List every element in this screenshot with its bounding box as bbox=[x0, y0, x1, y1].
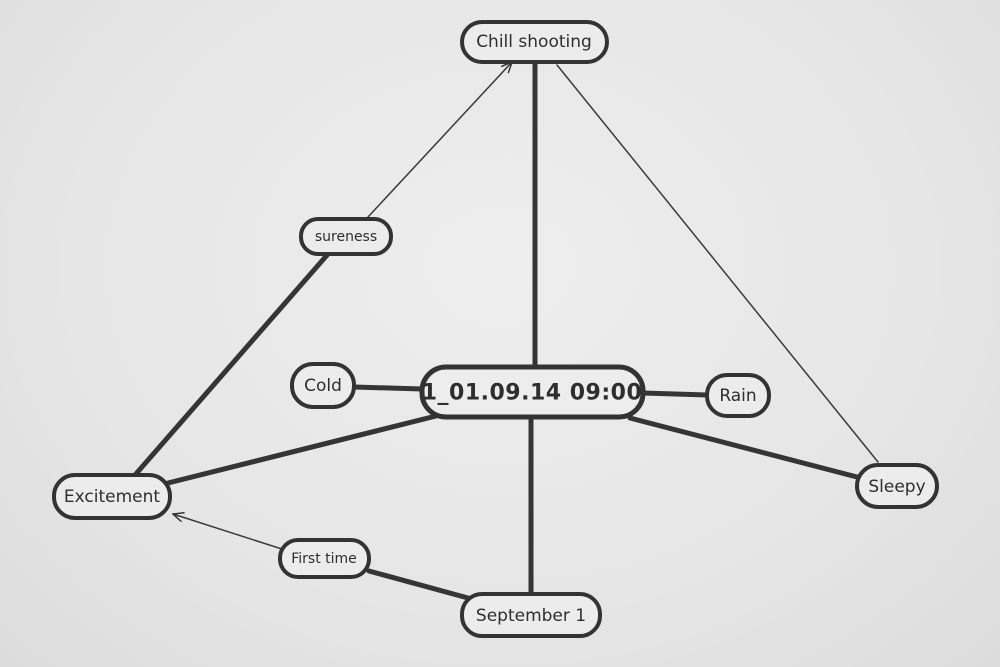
node-sleepy[interactable]: Sleepy bbox=[855, 463, 939, 509]
node-sureness-label: sureness bbox=[315, 229, 377, 245]
node-september-1-label: September 1 bbox=[476, 606, 586, 626]
node-first-time[interactable]: First time bbox=[278, 538, 371, 579]
edge-first-time-excitement-arrow bbox=[173, 514, 286, 551]
edge-excitement-sureness bbox=[132, 251, 331, 478]
edge-chill-shooting-sleepy bbox=[556, 64, 879, 463]
node-excitement-label: Excitement bbox=[64, 487, 160, 507]
node-rain-label: Rain bbox=[719, 386, 756, 406]
edge-first-time-september-1 bbox=[366, 568, 471, 601]
edge-center-sleepy bbox=[627, 415, 860, 480]
node-center[interactable]: 1_01.09.14 09:00 bbox=[419, 364, 646, 420]
node-rain[interactable]: Rain bbox=[705, 373, 771, 418]
node-chill-shooting[interactable]: Chill shooting bbox=[460, 20, 609, 64]
edge-center-excitement bbox=[165, 413, 439, 486]
node-center-label: 1_01.09.14 09:00 bbox=[422, 381, 643, 406]
node-excitement[interactable]: Excitement bbox=[52, 473, 172, 520]
node-september-1[interactable]: September 1 bbox=[460, 592, 602, 638]
edge-center-cold bbox=[351, 384, 425, 392]
node-sleepy-label: Sleepy bbox=[868, 477, 925, 497]
edges bbox=[132, 59, 879, 601]
node-first-time-label: First time bbox=[291, 551, 357, 567]
edge-center-rain bbox=[640, 390, 710, 398]
node-cold[interactable]: Cold bbox=[290, 362, 356, 409]
node-sureness[interactable]: sureness bbox=[299, 217, 393, 256]
node-cold-label: Cold bbox=[304, 376, 342, 396]
node-chill-shooting-label: Chill shooting bbox=[476, 32, 592, 52]
edge-sureness-chill-shooting-arrow bbox=[367, 62, 512, 218]
